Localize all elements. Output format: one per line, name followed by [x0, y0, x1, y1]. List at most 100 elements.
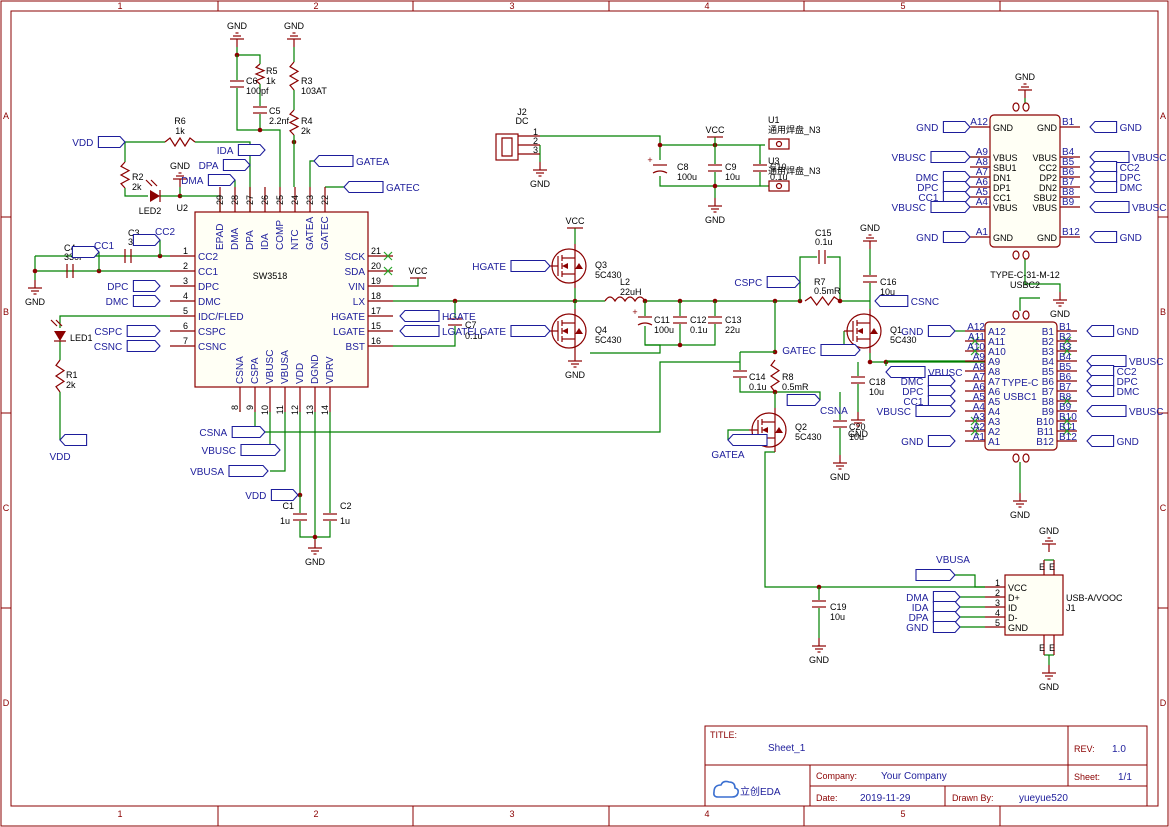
u2-pin-name: GATEA	[305, 217, 316, 250]
logo-cloud-icon	[713, 780, 739, 798]
net-label: GND	[916, 233, 938, 244]
net-label: GATEA	[356, 157, 389, 168]
title-block-box	[704, 725, 1148, 807]
net-label: DMC	[1117, 387, 1140, 398]
u3-ref: U3	[768, 156, 780, 166]
net-flag	[399, 324, 440, 338]
logo-text: 立创EDA	[740, 785, 781, 798]
resistor-body	[254, 63, 266, 85]
net-flag	[71, 245, 100, 259]
led2-ray	[150, 179, 158, 187]
u2-pin-name: DGND	[310, 355, 321, 384]
net-label: VBUSC	[1132, 153, 1166, 164]
c2-ref: C2	[340, 501, 352, 511]
row-label: B	[3, 307, 9, 317]
net-flag	[1086, 364, 1115, 378]
gnd-label: GND	[284, 21, 305, 31]
c10-ref: C10	[770, 162, 787, 172]
net-flag	[930, 200, 971, 214]
drawn-label: Drawn By:	[952, 793, 994, 803]
column-label: 2	[313, 1, 318, 11]
rev-value: 1.0	[1112, 744, 1126, 755]
u2-pin-number: 12	[290, 405, 300, 415]
diode-triangle	[575, 328, 583, 334]
net-flag	[240, 443, 281, 457]
net-label: LGATE	[474, 327, 506, 338]
u2-pin-name: DPC	[198, 282, 219, 293]
u2-ref: U2	[176, 203, 188, 213]
capacitor-plate-curved	[637, 322, 653, 326]
gnd-label: GND	[1050, 309, 1071, 319]
net-label: LGATE	[442, 327, 474, 338]
j1-ref: J1	[1066, 603, 1076, 613]
led1-triangle	[54, 331, 66, 341]
date-label: Date:	[816, 793, 838, 803]
c9-val: 10u	[725, 172, 740, 182]
column-label: 3	[509, 1, 514, 11]
shield-mark: E	[1039, 643, 1045, 653]
gnd-label: GND	[705, 215, 726, 225]
u2-pin-number: 19	[371, 276, 381, 286]
usbc2-pin-name: DP1	[993, 183, 1011, 193]
wire	[254, 361, 740, 433]
cc2-label: CC2	[155, 227, 175, 238]
net-label: VDD	[245, 491, 266, 502]
shield-pad	[1012, 102, 1020, 112]
polarity-mark: +	[647, 155, 652, 165]
wire	[270, 412, 286, 472]
net-label: DPC	[917, 183, 938, 194]
led2-ref: LED2	[139, 206, 162, 216]
u2-pin-name: VDD	[295, 363, 306, 384]
gnd-label: GND	[830, 472, 851, 482]
net-flag	[1086, 384, 1115, 398]
wires	[32, 47, 1061, 665]
shield-pad	[1022, 453, 1030, 463]
u2-pin-number: 7	[183, 336, 188, 346]
usbc1-pin-name: A5	[988, 397, 1001, 408]
vcc-label: VCC	[565, 216, 585, 226]
shield-pad	[1022, 250, 1030, 260]
net-flag	[942, 180, 971, 194]
usbc1-pin-number: A3	[973, 412, 986, 423]
net-flag	[942, 120, 971, 134]
resistor-body	[769, 359, 781, 393]
title-label: TITLE:	[710, 730, 737, 740]
row-label: D	[3, 698, 10, 708]
wire	[1024, 259, 1061, 292]
j1-pin-number: 4	[995, 608, 1000, 618]
net-label: CSPC	[734, 278, 762, 289]
usbc1-pin-number: B2	[1059, 332, 1072, 343]
c16-ref: C16	[880, 277, 897, 287]
net-labels: U2SW35181CC22CC13DPC4DMC5IDC/FLED6CSPC7C…	[25, 21, 1166, 692]
usbc2-pin-number: A5	[976, 187, 989, 198]
usbc1-pin-name: B8	[1042, 397, 1055, 408]
u2-pin-number: 8	[230, 405, 240, 410]
vcc-label: VCC	[408, 266, 428, 276]
r8-ref: R8	[782, 372, 794, 382]
no-connect-mark	[970, 426, 980, 436]
usbc1-pin-name: A6	[988, 387, 1001, 398]
r7-val: 0.5mR	[814, 286, 841, 296]
net-flag	[1086, 434, 1115, 448]
j2-ref: J2	[517, 107, 527, 117]
c8-ref: C8	[677, 162, 689, 172]
c18-val: 10u	[869, 387, 884, 397]
u2-pin-name: HGATE	[331, 312, 365, 323]
gnd-label: GND	[305, 557, 326, 567]
u2-pin-name: CSNC	[198, 342, 226, 353]
junction-dot	[677, 342, 683, 348]
no-connect-mark	[970, 346, 980, 356]
net-label: VBUSC	[892, 153, 926, 164]
usbc1-pin-name: A3	[988, 417, 1001, 428]
r6-val: 1k	[175, 126, 185, 136]
usbc2-pin-number: B5	[1062, 157, 1075, 168]
net-flag	[126, 324, 161, 338]
usbc2-pin-number: B4	[1062, 147, 1075, 158]
net-flag	[1089, 230, 1118, 244]
c12-ref: C12	[690, 315, 707, 325]
net-flag	[932, 600, 961, 614]
j1-pin-name: D+	[1008, 593, 1020, 603]
net-flag	[132, 294, 161, 308]
usbc1-pin-name: A7	[988, 377, 1001, 388]
net-label: DMA	[181, 176, 204, 187]
